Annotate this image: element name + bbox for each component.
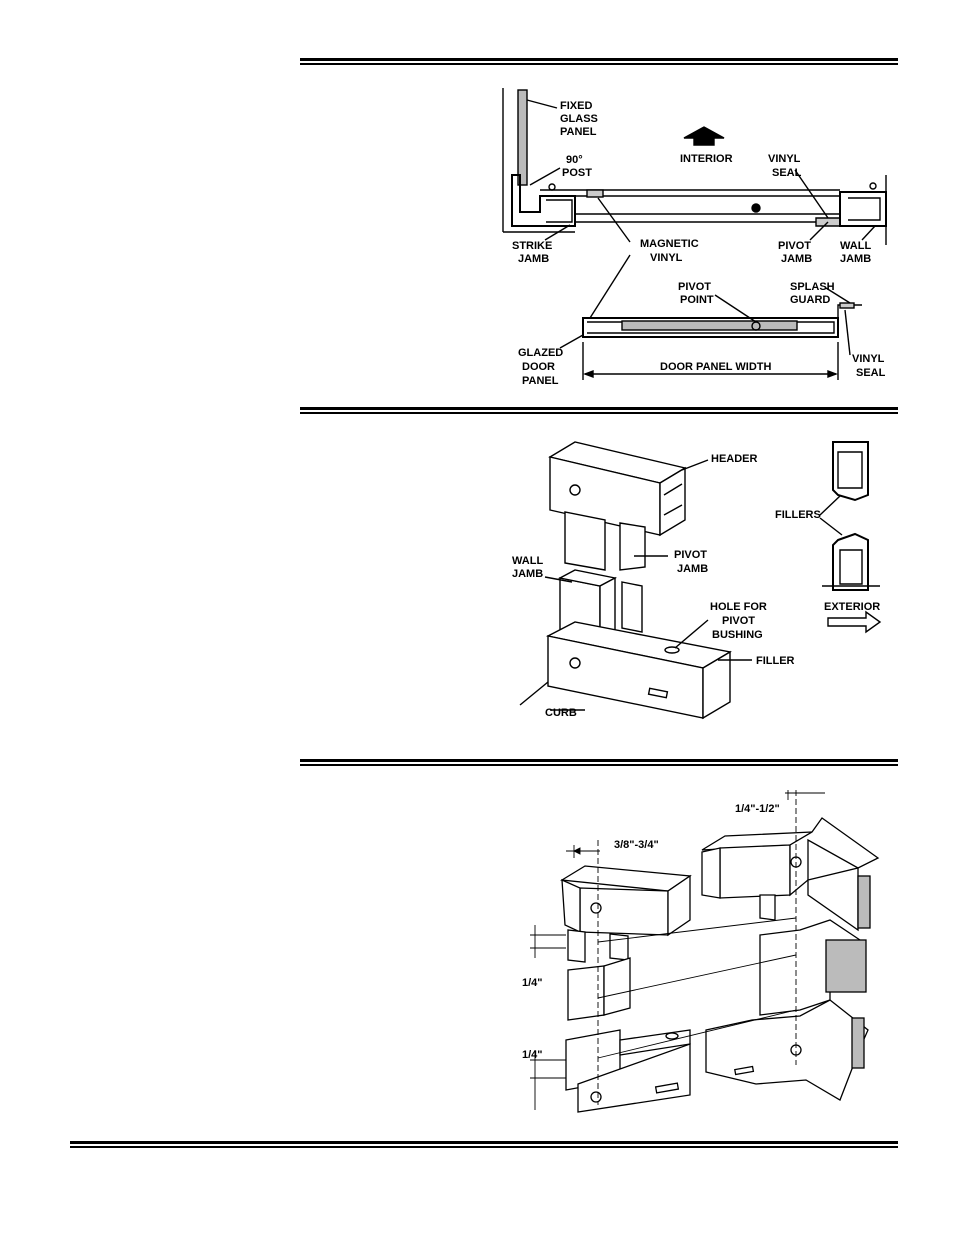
label-fixed-glass-panel-2: GLASS (560, 113, 598, 125)
label-glazed-door-panel-2: DOOR (522, 361, 555, 373)
label-splash-guard-2: GUARD (790, 294, 830, 306)
label-splash-guard-1: SPLASH (790, 281, 835, 293)
label-dim-1-4-lower: 1/4" (522, 1049, 543, 1061)
label-pivot-jamb-2: JAMB (781, 253, 812, 265)
label-fixed-glass-panel-1: FIXED (560, 100, 592, 112)
label-dim-1-4-1-2: 1/4"-1/2" (735, 803, 780, 815)
label-strike-jamb-1: STRIKE (512, 240, 552, 252)
label-vinyl-seal-bottom-2: SEAL (856, 367, 886, 379)
label-magnetic-vinyl-2: VINYL (650, 252, 683, 264)
label-fillers: FILLERS (775, 509, 821, 521)
label-hole-for-pivot-bushing-1: HOLE FOR (710, 601, 767, 613)
label-wall-jamb-1: WALL (840, 240, 871, 252)
label-90-post-1: 90° (566, 154, 583, 166)
label-pivot-jamb-2: JAMB (677, 563, 708, 575)
label-dim-3-8-3-4: 3/8"-3/4" (614, 839, 659, 851)
label-hole-for-pivot-bushing-2: PIVOT (722, 615, 755, 627)
label-pivot-point-1: PIVOT (678, 281, 711, 293)
label-glazed-door-panel-3: PANEL (522, 375, 559, 387)
label-pivot-point-2: POINT (680, 294, 714, 306)
label-curb: CURB (545, 707, 577, 719)
label-filler: FILLER (756, 655, 795, 667)
label-wall-jamb-1: WALL (512, 555, 543, 567)
label-90-post-2: POST (562, 167, 592, 179)
label-door-panel-width: DOOR PANEL WIDTH (660, 361, 771, 373)
label-dim-1-4-upper: 1/4" (522, 977, 543, 989)
label-exterior: EXTERIOR (824, 601, 880, 613)
label-pivot-jamb-1: PIVOT (674, 549, 707, 561)
label-strike-jamb-2: JAMB (518, 253, 549, 265)
label-vinyl-seal-top-2: SEAL (772, 167, 802, 179)
label-interior: INTERIOR (680, 153, 733, 165)
figure-exploded-assembly (530, 790, 878, 1112)
label-hole-for-pivot-bushing-3: BUSHING (712, 629, 763, 641)
label-wall-jamb-2: JAMB (840, 253, 871, 265)
label-magnetic-vinyl-1: MAGNETIC (640, 238, 699, 250)
label-vinyl-seal-top-1: VINYL (768, 153, 801, 165)
label-vinyl-seal-bottom-1: VINYL (852, 353, 885, 365)
label-wall-jamb-2: JAMB (512, 568, 543, 580)
label-pivot-jamb-1: PIVOT (778, 240, 811, 252)
label-header: HEADER (711, 453, 758, 465)
label-fixed-glass-panel-3: PANEL (560, 126, 597, 138)
label-glazed-door-panel-1: GLAZED (518, 347, 563, 359)
figure-assembly (520, 442, 880, 718)
